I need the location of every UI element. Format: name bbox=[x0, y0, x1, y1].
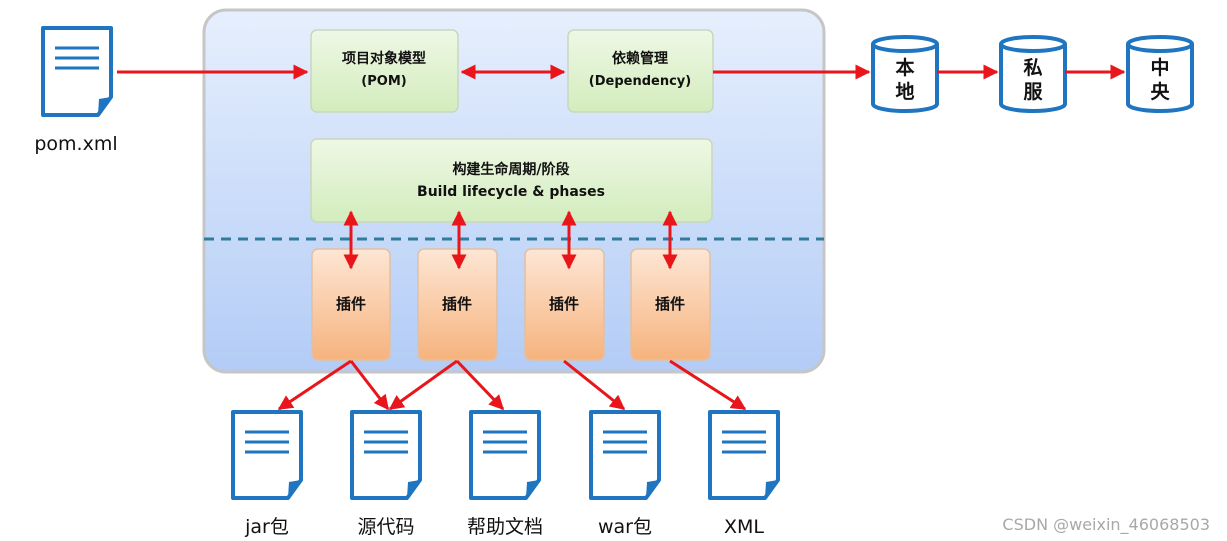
plugin-box: 插件 bbox=[630, 248, 711, 361]
plugin-label: 插件 bbox=[655, 295, 685, 313]
pom-model-box: 项目对象模型 (POM) bbox=[310, 29, 459, 113]
lifecycle-box: 构建生命周期/阶段 Build lifecycle & phases bbox=[310, 138, 713, 223]
arrow-plugin1-to-jar bbox=[277, 359, 352, 411]
dependency-box: 依赖管理 (Dependency) bbox=[567, 29, 714, 113]
output-war-document-icon bbox=[589, 410, 661, 500]
dependency-title: 依赖管理 bbox=[612, 50, 668, 67]
output-source-label: 源代码 bbox=[357, 516, 414, 538]
output-war-label: war包 bbox=[598, 516, 652, 538]
dependency-subtitle: (Dependency) bbox=[589, 74, 691, 89]
repository-private-label-2: 服 bbox=[1023, 81, 1043, 103]
arrow-plugin1-to-source bbox=[349, 360, 390, 411]
pom-document-icon bbox=[41, 26, 113, 117]
repository-central-icon: 中 央 bbox=[1126, 35, 1194, 113]
repository-private-icon: 私 服 bbox=[999, 35, 1067, 113]
repository-local-label-2: 地 bbox=[895, 80, 914, 103]
plugin-label: 插件 bbox=[336, 295, 366, 313]
repository-central-label-2: 央 bbox=[1150, 80, 1170, 103]
arrow-plugin3-to-war bbox=[563, 359, 626, 411]
arrow-plugin4-to-xml bbox=[669, 359, 747, 411]
repository-local-label-1: 本 bbox=[895, 56, 914, 79]
lifecycle-title: 构建生命周期/阶段 bbox=[452, 161, 569, 178]
output-jar-label: jar包 bbox=[244, 516, 289, 538]
pom-model-title: 项目对象模型 bbox=[342, 50, 426, 67]
output-xml-document-icon bbox=[708, 410, 780, 500]
output-source-document-icon bbox=[350, 410, 422, 500]
plugin-box: 插件 bbox=[524, 248, 605, 361]
output-xml-label: XML bbox=[724, 516, 764, 538]
lifecycle-subtitle: Build lifecycle & phases bbox=[417, 184, 605, 200]
plugin-label: 插件 bbox=[549, 295, 579, 313]
pom-document-label: pom.xml bbox=[34, 133, 117, 155]
repository-local-icon: 本 地 bbox=[871, 35, 939, 113]
output-jar-document-icon bbox=[231, 410, 303, 500]
arrow-plugin2-to-source bbox=[388, 359, 458, 411]
repository-central-label-1: 中 bbox=[1150, 56, 1169, 79]
plugin-label: 插件 bbox=[442, 295, 472, 313]
output-docs-label: 帮助文档 bbox=[467, 516, 543, 538]
repository-private-label-1: 私 bbox=[1023, 57, 1042, 79]
arrow-plugin2-to-docs bbox=[455, 359, 505, 411]
pom-model-subtitle: (POM) bbox=[361, 74, 406, 89]
output-docs-document-icon bbox=[469, 410, 541, 500]
watermark: CSDN @weixin_46068503 bbox=[1002, 515, 1210, 535]
